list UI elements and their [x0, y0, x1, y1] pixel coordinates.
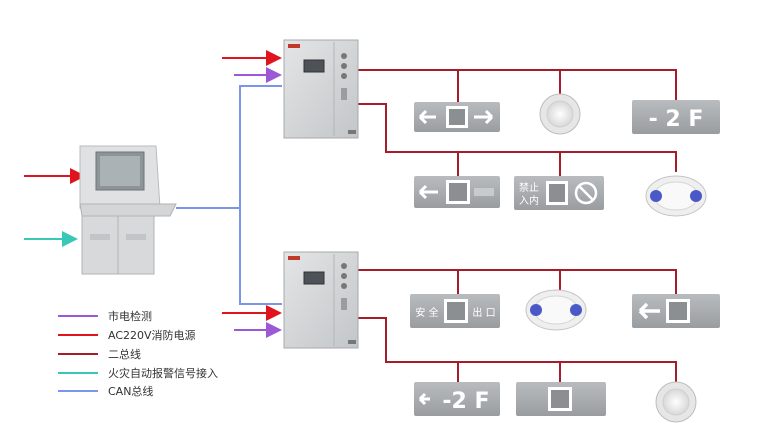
- legend-swatch: [58, 315, 98, 317]
- floor-sign-text: -2 F: [442, 389, 489, 414]
- no-entry-text-line2: 入内: [519, 194, 539, 207]
- legend-swatch: [58, 334, 98, 336]
- distribution-box-icon: [283, 39, 359, 139]
- legend-swatch: [58, 353, 98, 355]
- bus-line: [358, 269, 677, 294]
- legend-item-fire-alarm-signal: 火灾自动报警信号接入: [58, 365, 218, 381]
- wiring: [24, 50, 677, 382]
- left-exit-sign-icon: [632, 294, 720, 328]
- safety-exit-text-right: 出 口: [472, 306, 495, 319]
- no-entry-text-line1: 禁止: [519, 182, 539, 194]
- exit-sign-icon: [516, 382, 606, 416]
- legend-item-can-bus: CAN总线: [58, 383, 153, 399]
- twin-spot-emergency-light-icon: [525, 289, 587, 331]
- legend-label: 二总线: [108, 348, 141, 361]
- downlight-icon: [539, 93, 581, 135]
- legend-item-bus: 二总线: [58, 346, 141, 362]
- floor-sign-icon: - 2 F: [632, 100, 720, 134]
- safety-exit-text-left: 安 全: [415, 306, 438, 319]
- left-exit-sign-icon: [414, 176, 500, 208]
- floor-sign-icon: -2 F: [414, 382, 500, 416]
- safety-exit-sign-icon: 安 全 出 口: [410, 294, 500, 328]
- legend-label: CAN总线: [108, 385, 154, 398]
- legend-label: 火灾自动报警信号接入: [108, 367, 218, 380]
- bus-line: [358, 69, 677, 100]
- bus-line: [358, 103, 677, 172]
- bus-line: [358, 317, 677, 382]
- can-bus-line: [239, 208, 282, 305]
- legend-item-mains-detect: 市电检测: [58, 308, 152, 324]
- legend-swatch: [58, 372, 98, 374]
- monitoring-host-icon: [79, 145, 177, 275]
- distribution-box-icon: [283, 251, 359, 349]
- downlight-icon: [655, 381, 697, 423]
- legend-label: AC220V消防电源: [108, 329, 196, 342]
- legend-item-fire-power: AC220V消防电源: [58, 327, 196, 343]
- twin-spot-emergency-light-icon: [645, 175, 707, 217]
- no-entry-sign-icon: 禁止 入内: [514, 176, 604, 210]
- legend-label: 市电检测: [108, 310, 152, 323]
- bidirectional-exit-sign-icon: [414, 102, 500, 132]
- legend-swatch: [58, 390, 98, 392]
- can-bus-line: [176, 85, 282, 209]
- floor-sign-text: - 2 F: [649, 107, 704, 132]
